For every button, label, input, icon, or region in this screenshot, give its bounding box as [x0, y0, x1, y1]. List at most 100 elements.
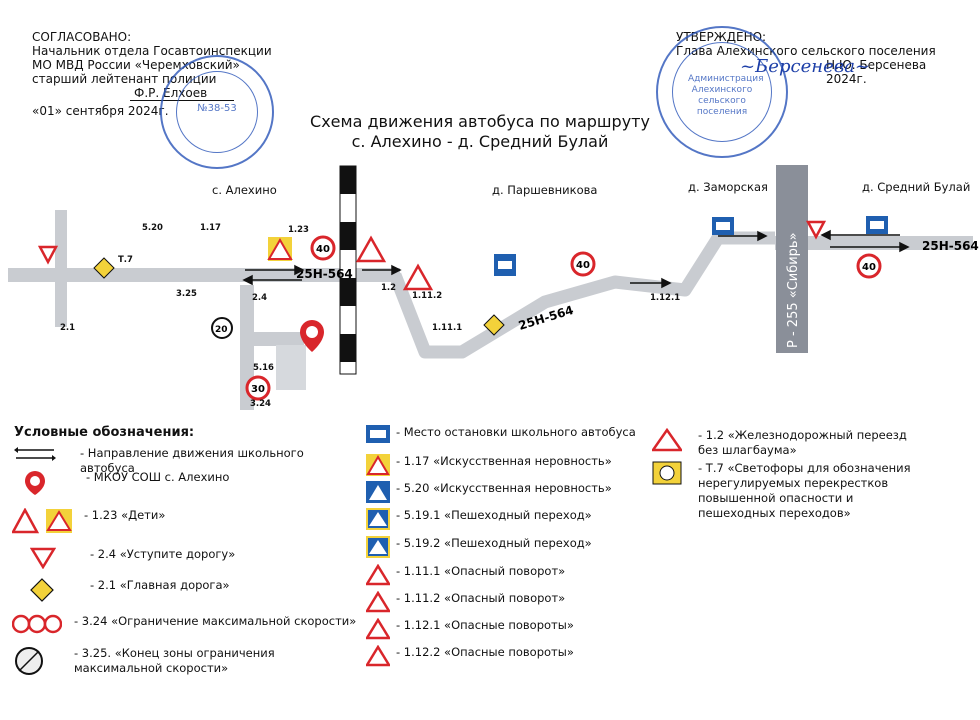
- legend-item-speed-limit: - 3.24 «Ограничение максимальной скорост…: [12, 614, 362, 634]
- legend-item-crosswalk-1: - 5.19.1 «Пешеходный переход»: [366, 508, 666, 530]
- legend-item-school: - МКОУ СОШ с. Алехино: [24, 470, 354, 496]
- main-road-sign-icon: [30, 578, 54, 602]
- legend-item-bump-warning: - 1.17 «Искусственная неровность»: [366, 454, 666, 476]
- legend-text-double-curve-right: - 1.12.1 «Опасные повороты»: [396, 618, 574, 632]
- double-curve-left-sign-icon: [366, 645, 390, 667]
- end-speed-zone-sign: 20: [211, 317, 233, 339]
- children-sign-icon: [12, 508, 72, 534]
- approval-right-signer: Н.Ю. Берсенева: [826, 58, 927, 72]
- left-stamp: №38-53: [160, 55, 274, 169]
- double-curve-right-sign-icon: [366, 618, 390, 640]
- bus-stop-sign-icon: [366, 425, 390, 443]
- right-stamp: Администрация Алехинского сельского посе…: [656, 26, 788, 158]
- road-id-label-3: 25Н-564: [922, 239, 979, 253]
- end-zone-value: 20: [215, 325, 228, 335]
- highway-r255: Р - 255 «Сибирь»: [776, 165, 808, 353]
- page-title: Схема движения автобуса по маршруту с. А…: [260, 112, 700, 152]
- legend-item-crosswalk-2: - 5.19.2 «Пешеходный переход»: [366, 536, 666, 558]
- legend-text-crosswalk-2: - 5.19.2 «Пешеходный переход»: [396, 536, 592, 550]
- direction-arrows-icon: [14, 447, 56, 461]
- legend-item-traffic-light: - Т.7 «Светофоры для обозначения нерегул…: [652, 461, 952, 521]
- sign-code-1-23: 1.23: [288, 225, 309, 235]
- legend-text-children: - 1.23 «Дети»: [84, 508, 166, 522]
- legend-item-bus-stop: - Место остановки школьного автобуса: [366, 425, 666, 443]
- legend-item-double-curve-right: - 1.12.1 «Опасные повороты»: [366, 618, 666, 640]
- legend-text-school: - МКОУ СОШ с. Алехино: [86, 470, 230, 484]
- legend-item-main-road: - 2.1 «Главная дорога»: [30, 578, 350, 602]
- curve-left-sign-icon: [366, 591, 390, 613]
- railway-crossing: [339, 165, 357, 375]
- bus-stop-sign-zamorskaya: [712, 217, 734, 235]
- school-pin-icon-legend: [25, 471, 45, 495]
- legend-text-curve-left: - 1.11.2 «Опасный поворот»: [396, 591, 566, 605]
- school-pin-icon: [300, 320, 324, 352]
- crosswalk-right-sign-icon: [366, 508, 390, 530]
- curve-sign: [402, 263, 434, 291]
- sign-code-5-16: 5.16: [253, 363, 274, 373]
- direction-arrows: [242, 229, 910, 289]
- legend-item-yield: - 2.4 «Уступите дорогу»: [30, 547, 350, 569]
- sign-code-3-24: 3.24: [250, 399, 271, 409]
- speed-value-40-b: 40: [576, 260, 590, 271]
- road-main-right: [775, 236, 973, 250]
- left-stamp-text: №38-53: [197, 103, 237, 114]
- sign-code-1-11-1: 1.11.1: [432, 323, 462, 333]
- bus-stop-sign-bulay: [866, 216, 888, 234]
- sign-code-2-1: 2.1: [60, 323, 75, 333]
- legend-text-bump-info: - 5.20 «Искусственная неровность»: [396, 481, 612, 495]
- speed-value-40: 40: [316, 244, 330, 255]
- railway-crossing-sign: [355, 235, 387, 263]
- speed-bump-warning-sign-icon: [366, 454, 390, 476]
- legend-text-main-road: - 2.1 «Главная дорога»: [90, 578, 230, 592]
- yield-sign-right: [805, 220, 827, 240]
- approval-right-date: 2024г.: [826, 72, 867, 86]
- legend-text-yield: - 2.4 «Уступите дорогу»: [90, 547, 236, 561]
- crosswalk-left-sign-icon: [366, 536, 390, 558]
- speed-value-30: 30: [251, 384, 265, 395]
- legend-text-traffic-light: - Т.7 «Светофоры для обозначения нерегул…: [698, 461, 911, 520]
- legend-text-railway: - 1.2 «Железнодорожный переезд без шлагб…: [698, 428, 907, 457]
- right-signature: ~Берсенева~: [740, 56, 871, 77]
- speed-limit-sign-40-c: 40: [856, 253, 882, 279]
- legend-text-crosswalk-1: - 5.19.1 «Пешеходный переход»: [396, 508, 592, 522]
- legend-item-double-curve-left: - 1.12.2 «Опасные повороты»: [366, 645, 666, 667]
- legend-item-end-zone: - 3.25. «Конец зоны ограничения максимал…: [14, 646, 359, 676]
- bus-stop-sign: [494, 254, 516, 276]
- curve-right-sign-icon: [366, 564, 390, 586]
- sign-code-5-20: 5.20: [142, 223, 163, 233]
- warning-sign-children: [267, 237, 293, 261]
- sign-code-t7: Т.7: [118, 255, 133, 265]
- speed-limit-signs-icon: [12, 614, 62, 634]
- legend-text-bump-warning: - 1.17 «Искусственная неровность»: [396, 454, 612, 468]
- approval-left-line1: СОГЛАСОВАНО:: [32, 30, 132, 44]
- speed-limit-sign-40: 40: [310, 235, 336, 261]
- traffic-light-sign-icon: [652, 461, 682, 485]
- speed-limit-sign-40-b: 40: [570, 251, 596, 277]
- yield-sign: [37, 245, 59, 265]
- road-branch-bottom-left: [55, 282, 67, 327]
- legend-item-curve-left: - 1.11.2 «Опасный поворот»: [366, 591, 666, 613]
- title-line2: с. Алехино - д. Средний Булай: [351, 132, 609, 151]
- place-label-zamorskaya: д. Заморская: [688, 180, 768, 194]
- legend-text-end-zone: - 3.25. «Конец зоны ограничения максимал…: [74, 646, 275, 675]
- speed-bump-info-sign-icon: [366, 481, 390, 503]
- sign-code-1-11-2: 1.11.2: [412, 291, 442, 301]
- yield-sign-icon: [30, 547, 56, 569]
- approval-left: СОГЛАСОВАНО: Начальник отдела Госавтоинс…: [32, 30, 272, 118]
- legend-item-railway: - 1.2 «Железнодорожный переезд без шлагб…: [652, 428, 952, 458]
- legend-item-direction: - Направление движения школьного автобус…: [14, 446, 354, 476]
- sign-code-1-17: 1.17: [200, 223, 221, 233]
- place-label-alekhino: с. Алехино: [212, 183, 277, 197]
- legend-text-bus-stop: - Место остановки школьного автобуса: [396, 425, 636, 439]
- legend-item-bump-info: - 5.20 «Искусственная неровность»: [366, 481, 666, 503]
- end-speed-zone-sign-icon: [15, 647, 43, 675]
- legend-item-curve-right: - 1.11.1 «Опасный поворот»: [366, 564, 666, 586]
- road-branch-top-left: [55, 210, 67, 270]
- sign-code-1-12-1: 1.12.1: [650, 293, 680, 303]
- speed-limit-sign-30: 30: [245, 375, 271, 401]
- legend-text-curve-right: - 1.11.1 «Опасный поворот»: [396, 564, 566, 578]
- sign-code-2-4: 2.4: [252, 293, 267, 303]
- highway-label: Р - 255 «Сибирь»: [786, 232, 801, 348]
- sign-code-1-2: 1.2: [381, 283, 396, 293]
